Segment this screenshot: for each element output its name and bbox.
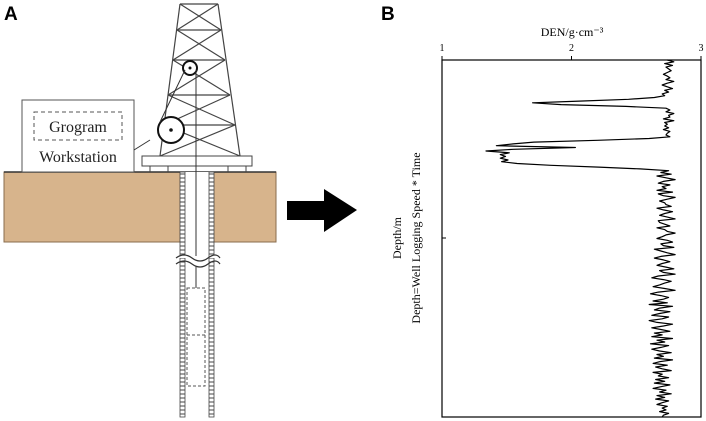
plot-frame bbox=[441, 59, 702, 418]
rig-platform bbox=[141, 155, 253, 167]
y-axis-label-depth: Depth/m bbox=[390, 216, 404, 259]
y-axis-title-line1: Depth/m bbox=[390, 216, 404, 259]
x-axis-title: DEN/g·cm⁻³ bbox=[541, 25, 604, 39]
ground-layer bbox=[3, 171, 277, 243]
right-arrow-icon bbox=[287, 189, 357, 232]
x-tick-label: 1 bbox=[440, 43, 445, 54]
x-tick-label: 2 bbox=[569, 43, 574, 54]
x-axis-ticks: 1 2 3 bbox=[440, 43, 704, 60]
cable-segment bbox=[159, 69, 186, 123]
logging-tool bbox=[186, 287, 206, 387]
break-mark-lower bbox=[175, 260, 221, 268]
density-log-curve bbox=[485, 59, 676, 418]
pulley-axle bbox=[188, 66, 192, 70]
panel-a: A Grogram Workstation bbox=[3, 3, 277, 418]
panel-b-letter: B bbox=[381, 4, 395, 25]
casing-wall-right bbox=[208, 171, 215, 418]
cable-segment bbox=[133, 139, 151, 151]
drum-axle bbox=[169, 128, 173, 132]
y-axis-title-line2: Depth=Well Logging Speed * Time bbox=[409, 152, 423, 323]
program-label: Grogram bbox=[49, 119, 107, 136]
casing-wall-left bbox=[179, 171, 186, 418]
y-axis-label-formula: Depth=Well Logging Speed * Time bbox=[409, 152, 423, 323]
program-dashed-box bbox=[33, 111, 123, 141]
break-mark-upper bbox=[175, 254, 221, 262]
panel-a-letter: A bbox=[4, 4, 18, 25]
workstation-label: Workstation bbox=[39, 149, 117, 166]
panel-b: B DEN/g·cm⁻³ 1 2 3 Depth/m Depth=Well Logg… bbox=[381, 4, 704, 418]
x-tick-label: 3 bbox=[699, 43, 704, 54]
